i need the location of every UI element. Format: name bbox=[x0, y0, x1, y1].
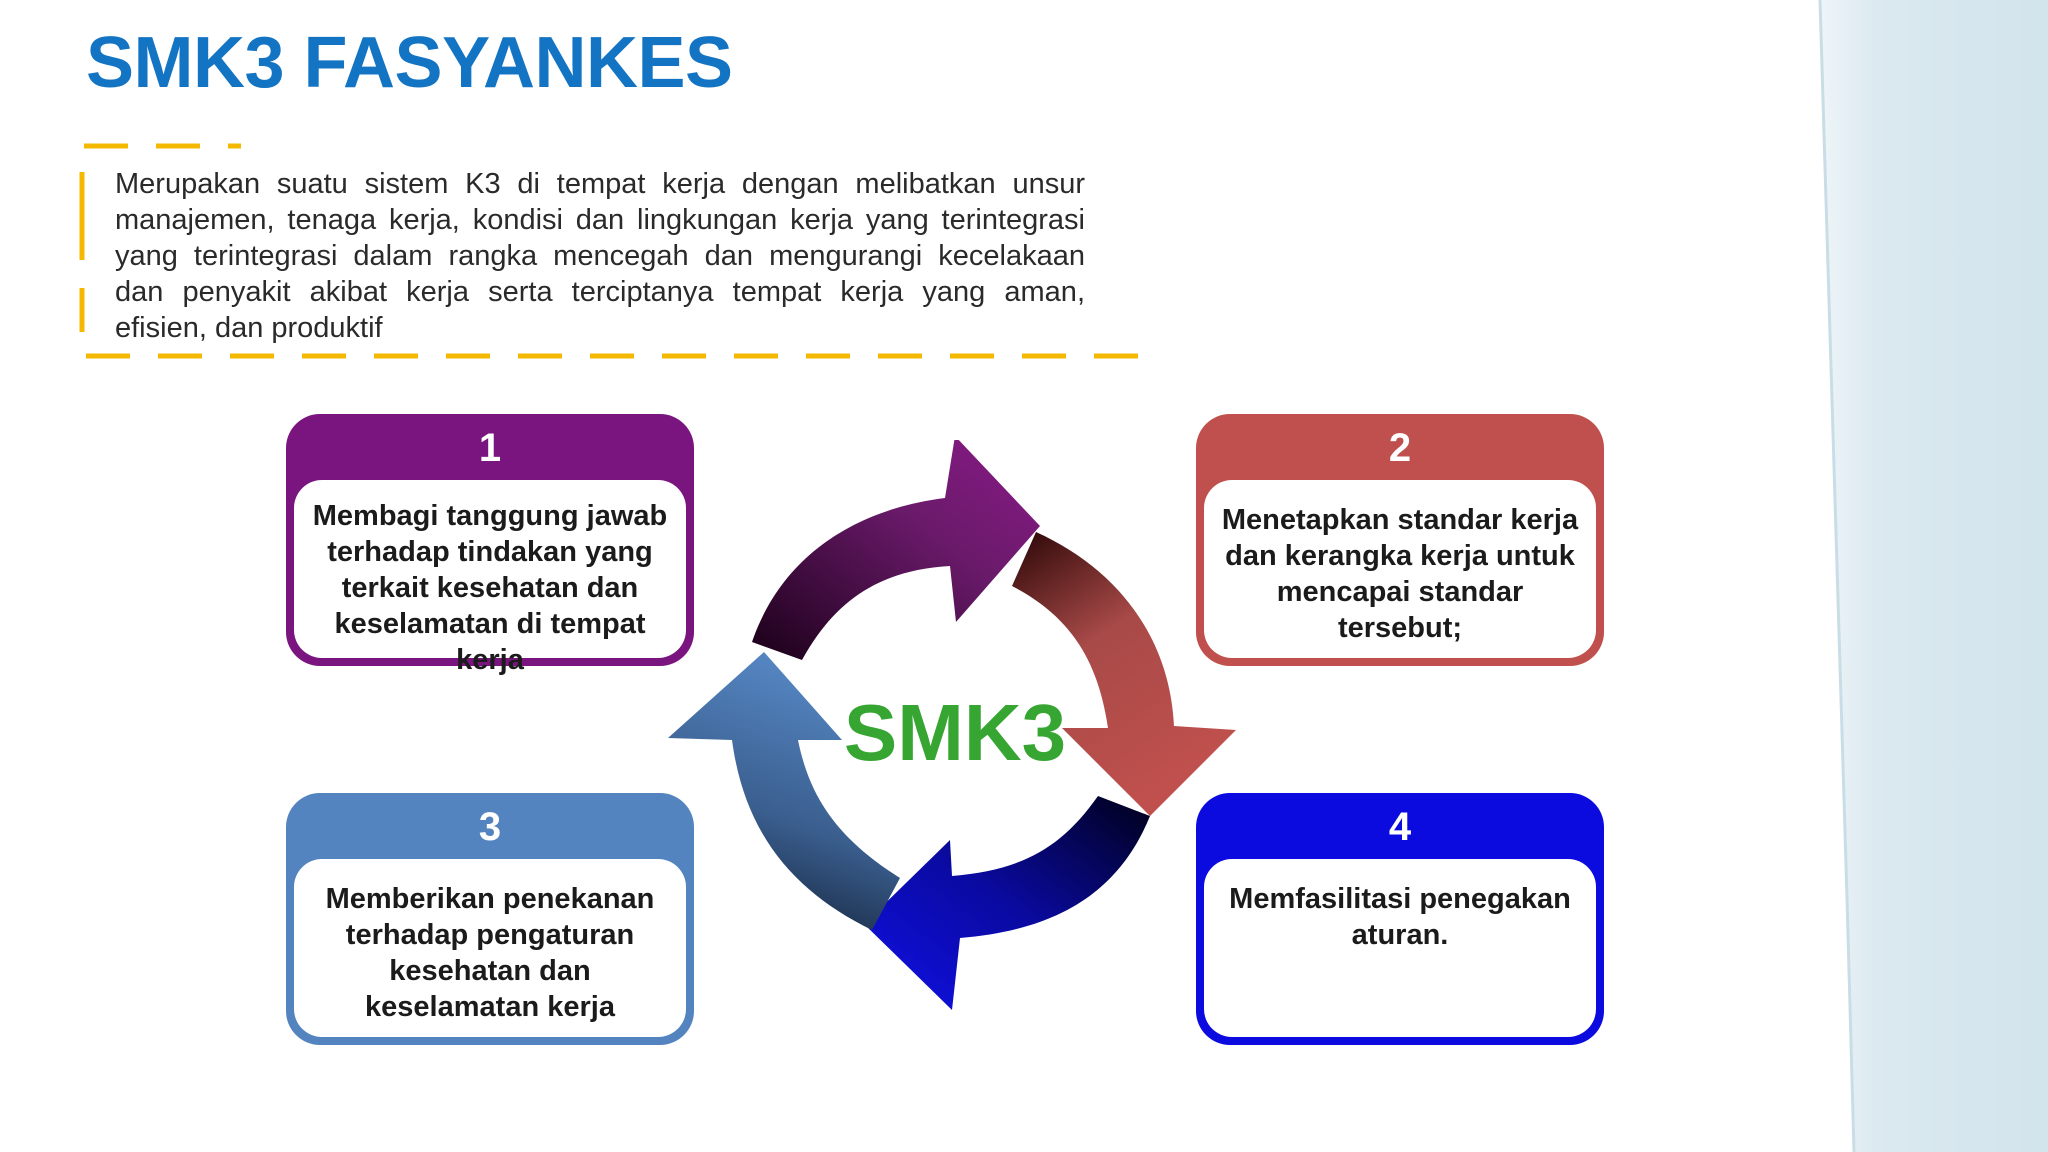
step-body: Memfasilitasi penegakan aturan. bbox=[1204, 859, 1596, 1037]
step-body: Menetapkan standar kerja dan kerangka ke… bbox=[1204, 480, 1596, 658]
dashed-frame bbox=[79, 143, 1138, 359]
step-number: 3 bbox=[478, 804, 502, 849]
arrow-blue bbox=[864, 796, 1150, 1010]
step-body: Membagi tanggung jawab terhadap tindakan… bbox=[294, 480, 686, 676]
step-card-3: 3 Memberikan penekanan terhadap pengatur… bbox=[286, 793, 694, 1045]
step-text: Menetapkan standar kerja dan kerangka ke… bbox=[1221, 504, 1579, 644]
arrow-red bbox=[1012, 532, 1236, 816]
step-number: 1 bbox=[478, 425, 502, 470]
step-number: 2 bbox=[1388, 425, 1412, 470]
step-text: Memberikan penekanan terhadap pengaturan… bbox=[325, 883, 655, 1023]
page-title: SMK3 FASYANKES bbox=[86, 23, 733, 103]
center-label-smk3: SMK3 bbox=[843, 688, 1067, 777]
step-text: Memfasilitasi penegakan aturan. bbox=[1229, 883, 1571, 951]
definition-box: Merupakan suatu sistem K3 di tempat kerj… bbox=[78, 142, 1138, 360]
arrow-purple bbox=[752, 440, 1040, 660]
definition-text: Merupakan suatu sistem K3 di tempat kerj… bbox=[115, 168, 1085, 344]
step-number: 4 bbox=[1388, 804, 1412, 849]
step-card-1: 1 Membagi tanggung jawab terhadap tindak… bbox=[286, 414, 694, 676]
cycle-arrows-diagram bbox=[668, 440, 1236, 1010]
side-decor-panel bbox=[1818, 0, 2048, 1152]
step-text: Membagi tanggung jawab terhadap tindakan… bbox=[312, 500, 668, 676]
step-card-2: 2 Menetapkan standar kerja dan kerangka … bbox=[1196, 414, 1604, 666]
arrow-steel bbox=[668, 652, 900, 930]
step-body: Memberikan penekanan terhadap pengaturan… bbox=[294, 859, 686, 1037]
step-card-4: 4 Memfasilitasi penegakan aturan. bbox=[1196, 793, 1604, 1045]
